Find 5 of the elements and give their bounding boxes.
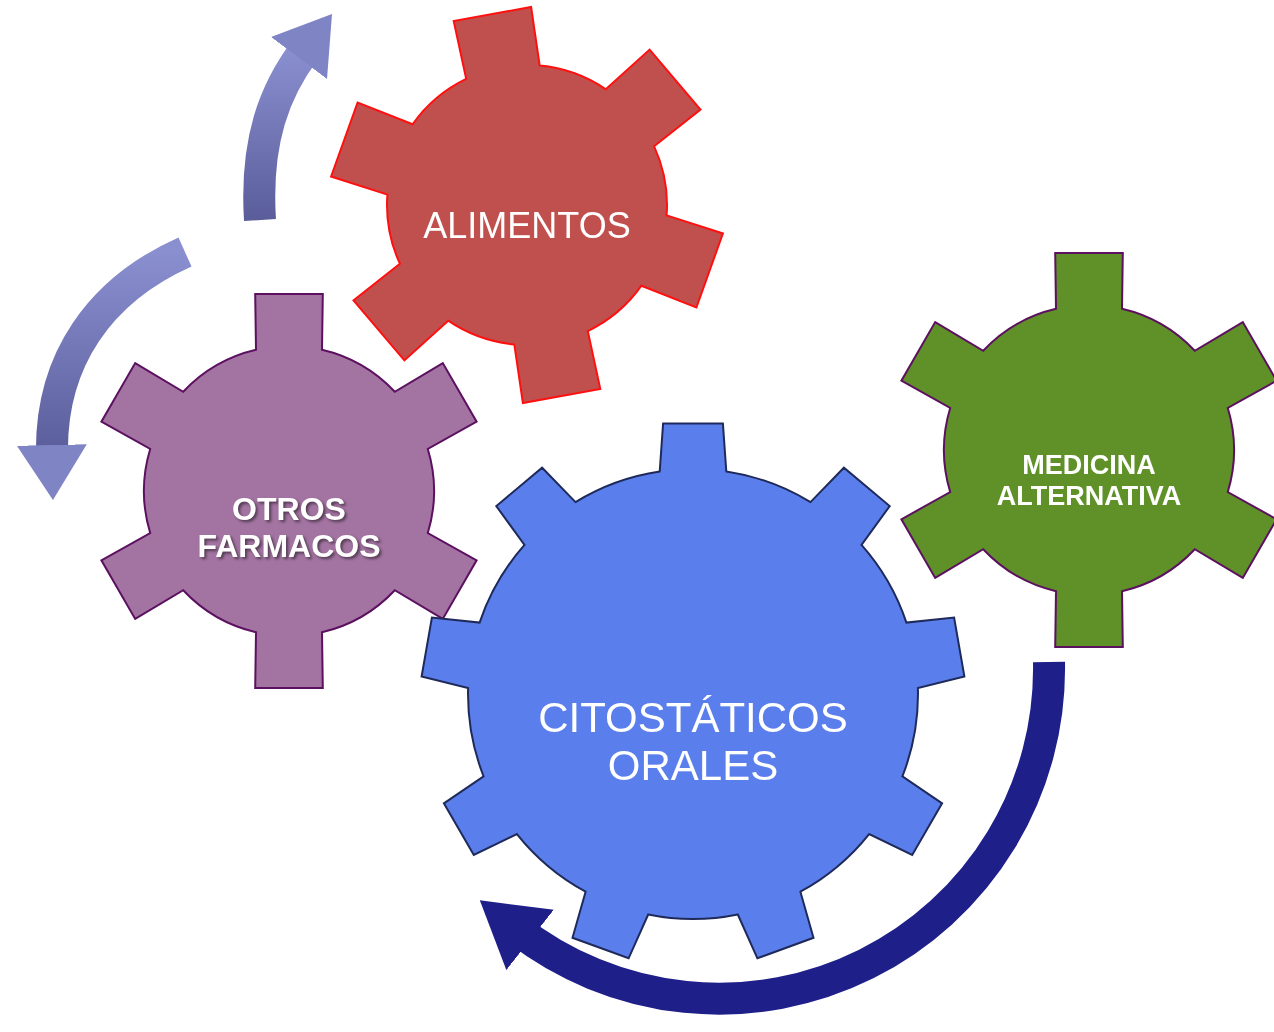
gear-label: OTROS FARMACOS	[196, 491, 382, 565]
gear-label: MEDICINA ALTERNATIVA	[995, 450, 1183, 513]
gear-label: ALIMENTOS	[422, 205, 632, 247]
curved-arrow	[478, 661, 1065, 1015]
gear-label: CITOSTÁTICOS ORALES	[537, 694, 849, 791]
